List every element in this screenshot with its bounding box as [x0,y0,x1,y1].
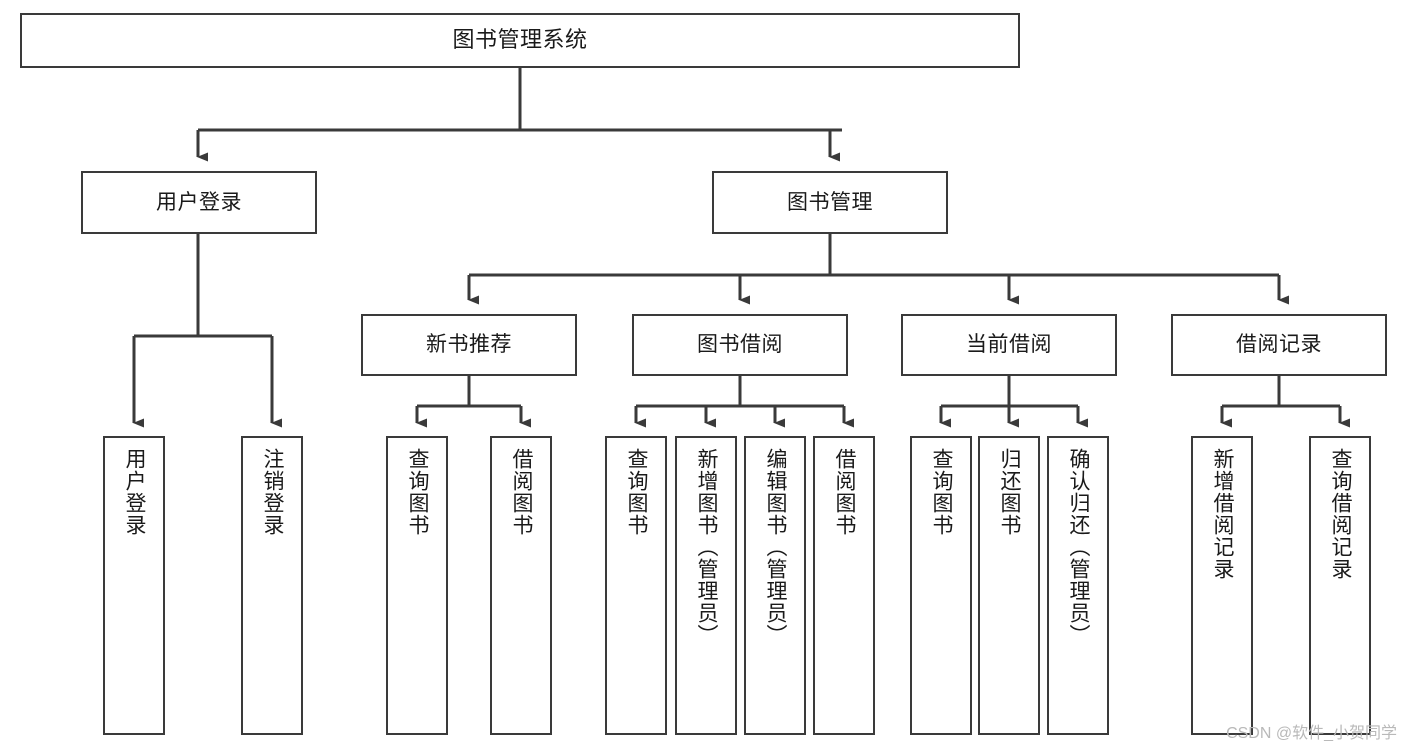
node-label: 图书借阅 [697,333,783,357]
node-book-borrowing[interactable]: 图书借阅 [632,314,848,376]
leaf-add-borrow-record[interactable]: 新增借阅记录 [1191,436,1253,735]
node-label: 新书推荐 [426,333,512,357]
node-book-management[interactable]: 图书管理 [712,171,948,234]
node-label: 借阅图书 [833,448,857,536]
leaf-add-book-admin[interactable]: 新增图书（管理员） [675,436,737,735]
leaf-query-borrow-record[interactable]: 查询借阅记录 [1309,436,1371,735]
leaf-edit-book-admin[interactable]: 编辑图书（管理员） [744,436,806,735]
leaf-query-book-current[interactable]: 查询图书 [910,436,972,735]
node-new-book-recommendation[interactable]: 新书推荐 [361,314,577,376]
leaf-borrow-book-borrowing[interactable]: 借阅图书 [813,436,875,735]
node-label: 注销登录 [261,448,285,536]
node-label: 借阅图书 [510,448,534,536]
node-label: 确认归还（管理员） [1067,448,1091,646]
leaf-user-login[interactable]: 用户登录 [103,436,165,735]
node-borrowing-record[interactable]: 借阅记录 [1171,314,1387,376]
leaf-query-book-borrowing[interactable]: 查询图书 [605,436,667,735]
leaf-query-book-recommendation[interactable]: 查询图书 [386,436,448,735]
node-label: 当前借阅 [966,333,1052,357]
node-label: 查询借阅记录 [1329,448,1353,580]
node-label: 用户登录 [156,190,242,214]
node-label: 图书管理系统 [452,27,588,53]
node-label: 查询图书 [930,448,954,536]
node-label: 新增图书（管理员） [695,448,719,646]
node-user-login[interactable]: 用户登录 [81,171,317,234]
node-label: 新增借阅记录 [1211,448,1235,580]
node-label: 查询图书 [625,448,649,536]
leaf-logout[interactable]: 注销登录 [241,436,303,735]
node-current-borrowing[interactable]: 当前借阅 [901,314,1117,376]
node-label: 归还图书 [998,448,1022,536]
leaf-confirm-return-admin[interactable]: 确认归还（管理员） [1047,436,1109,735]
node-label: 编辑图书（管理员） [764,448,788,646]
node-root-system[interactable]: 图书管理系统 [20,13,1020,68]
node-label: 图书管理 [787,190,873,214]
node-label: 用户登录 [123,448,147,536]
node-label: 借阅记录 [1236,333,1322,357]
csdn-watermark: CSDN @软件_小贺同学 [1226,725,1397,742]
leaf-borrow-book-recommendation[interactable]: 借阅图书 [490,436,552,735]
node-label: 查询图书 [406,448,430,536]
leaf-return-book[interactable]: 归还图书 [978,436,1040,735]
